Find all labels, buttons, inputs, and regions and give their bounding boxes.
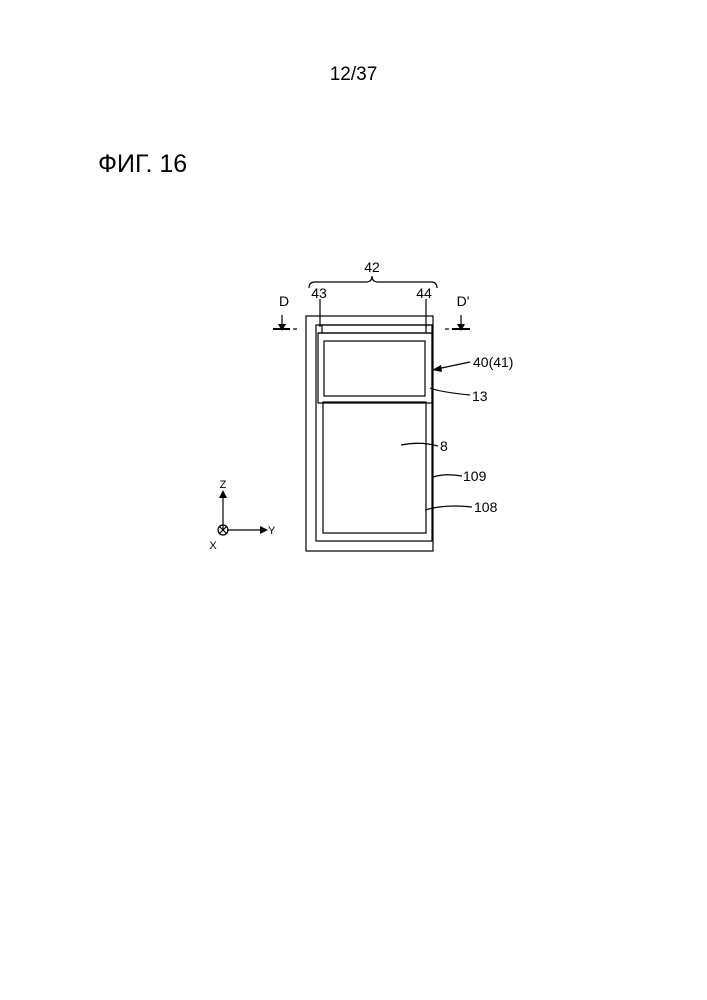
label-108: 108 xyxy=(474,499,498,515)
element-13-inner xyxy=(324,341,425,396)
label-109: 109 xyxy=(463,468,487,484)
label-D: D xyxy=(279,293,289,309)
panel-8 xyxy=(323,402,426,533)
axis-label-x: X xyxy=(209,540,217,552)
axis-label-z: Z xyxy=(220,479,227,491)
label-44: 44 xyxy=(416,285,432,301)
axis-label-y: Y xyxy=(268,525,276,537)
label-40-41: 40(41) xyxy=(473,354,513,370)
label-8: 8 xyxy=(440,438,448,454)
label-13: 13 xyxy=(472,388,488,404)
label-43: 43 xyxy=(311,285,327,301)
outer-frame-109 xyxy=(306,316,433,551)
label-42: 42 xyxy=(364,259,380,275)
inner-frame-108 xyxy=(316,325,432,541)
element-13-outer xyxy=(318,333,432,403)
label-D-prime: D' xyxy=(457,293,470,309)
